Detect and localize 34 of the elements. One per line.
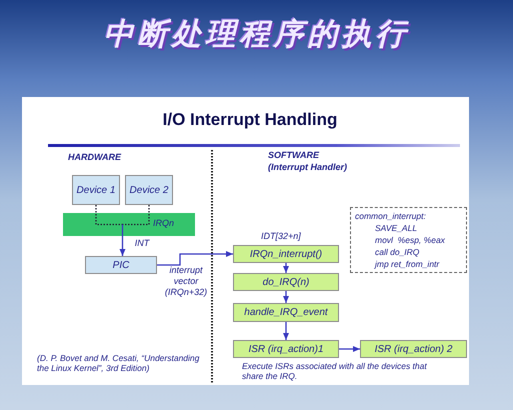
code-line: SAVE_ALL bbox=[375, 223, 418, 233]
function-box: handle_IRQ_event bbox=[233, 303, 339, 322]
code-line: common_interrupt: bbox=[355, 211, 426, 221]
arrow bbox=[283, 322, 289, 340]
arrow bbox=[283, 291, 289, 303]
arrow bbox=[157, 251, 233, 266]
edge-label: interrupt vector (IRQn+32) bbox=[164, 265, 208, 298]
slide-heading: I/O Interrupt Handling bbox=[162, 110, 338, 130]
function-box: ISR (irq_action) 2 bbox=[360, 340, 467, 358]
slide-title: 中断处理程序的执行 bbox=[102, 16, 410, 54]
code-line: call do_IRQ bbox=[375, 247, 420, 257]
citation-text: (D. P. Bovet and M. Cesati, “Understanding the Linux Kernel”, 3rd Edition) bbox=[37, 353, 200, 373]
device-box: Device 1 bbox=[72, 175, 120, 205]
function-box: ISR (irq_action)1 bbox=[233, 340, 339, 358]
note-text: Execute ISRs associated with all the devices that share the IRQ. bbox=[242, 361, 428, 381]
code-line: movl %esp, %eax bbox=[375, 235, 445, 245]
code-box bbox=[350, 207, 467, 273]
function-box: IRQn_interrupt() bbox=[233, 245, 339, 263]
dotted-line bbox=[122, 205, 150, 226]
section-heading: SOFTWARE bbox=[268, 150, 320, 160]
function-box: do_IRQ(n) bbox=[233, 273, 339, 291]
irq-line-bar bbox=[63, 213, 195, 236]
signal-label: IRQn bbox=[153, 218, 174, 228]
edge-label: INT bbox=[134, 238, 151, 249]
code-line: jmp ret_from_intr bbox=[375, 259, 440, 269]
section-subheading: (Interrupt Handler) bbox=[268, 162, 348, 172]
arrow bbox=[120, 224, 126, 256]
arrow bbox=[339, 346, 360, 352]
table-entry-label: IDT[32+n] bbox=[261, 231, 301, 241]
device-box: Device 2 bbox=[125, 175, 173, 205]
arrow bbox=[283, 263, 289, 273]
dotted-line bbox=[95, 205, 122, 226]
section-heading: HARDWARE bbox=[68, 152, 122, 162]
controller-box: PIC bbox=[85, 256, 157, 274]
